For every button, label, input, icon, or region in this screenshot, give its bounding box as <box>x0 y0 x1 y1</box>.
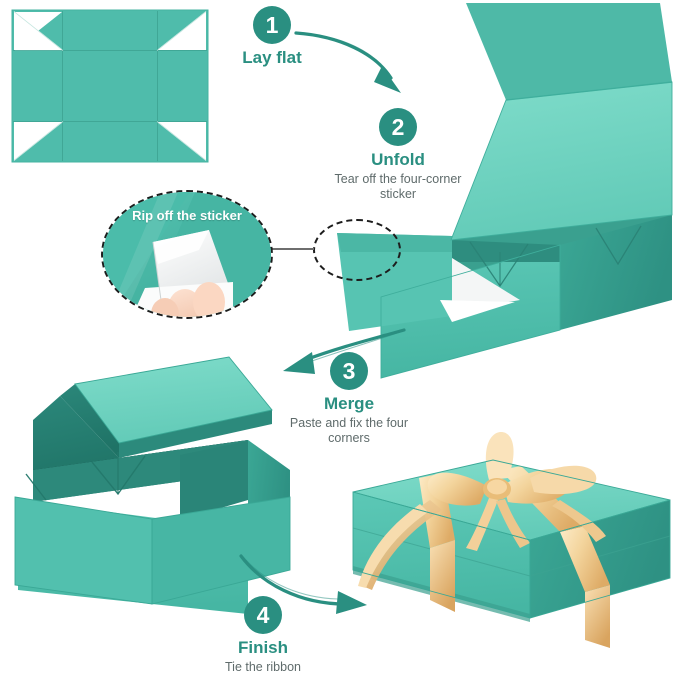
step-4: 4 Finish Tie the ribbon <box>188 596 338 673</box>
step-4-badge: 4 <box>244 596 282 634</box>
sticker-callout-illustration <box>103 192 271 317</box>
step-1: 1 Lay flat <box>197 6 347 70</box>
step-2: 2 Unfold Tear off the four-corner sticke… <box>323 108 473 202</box>
sticker-callout-magnifier: Rip off the sticker <box>101 190 273 319</box>
step-3-badge: 3 <box>330 352 368 390</box>
step-2-subtitle: Tear off the four-corner sticker <box>334 172 462 201</box>
illustration-open-box-merged <box>14 356 291 614</box>
step-2-title: Unfold <box>371 150 425 169</box>
step-1-badge: 1 <box>253 6 291 44</box>
step-3: 3 Merge Paste and fix the four corners <box>274 352 424 446</box>
illustration-finished-box <box>352 431 671 648</box>
step-1-title: Lay flat <box>242 48 302 67</box>
step-3-subtitle: Paste and fix the four corners <box>289 416 409 445</box>
callout-caption: Rip off the sticker <box>132 208 242 223</box>
step-3-title: Merge <box>323 394 375 413</box>
callout-connector-line <box>272 248 314 250</box>
illustration-flat-pattern <box>11 9 209 163</box>
corner-highlight-ellipse <box>313 219 401 281</box>
ribbon-bow <box>427 431 606 551</box>
step-4-subtitle: Tie the ribbon <box>225 660 301 673</box>
step-2-badge: 2 <box>379 108 417 146</box>
step-4-title: Finish <box>237 638 289 657</box>
